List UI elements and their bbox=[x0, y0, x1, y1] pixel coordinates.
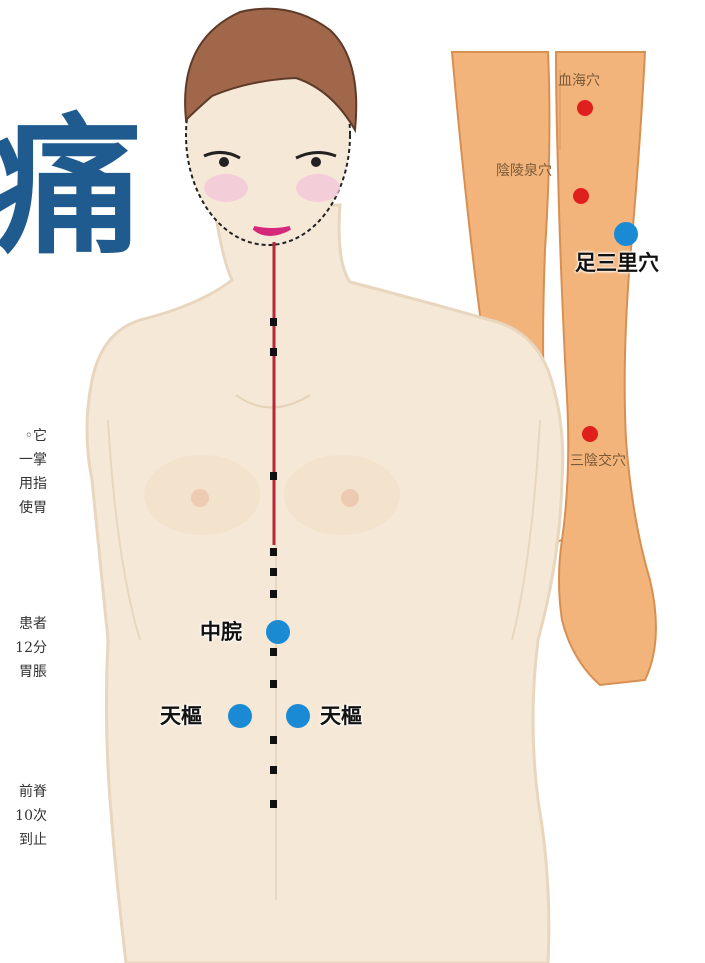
text-line: 10次 bbox=[15, 808, 47, 824]
tianshu-right-label: 天樞 bbox=[320, 704, 362, 728]
text-line: ◦它 bbox=[24, 428, 47, 444]
zhongwan-point-icon bbox=[266, 620, 290, 644]
zusanli-label: 足三里穴 bbox=[575, 251, 659, 275]
tianshu-left-label: 天樞 bbox=[160, 704, 202, 728]
text-line: 患者 bbox=[19, 616, 47, 632]
zusanli-point-icon bbox=[614, 222, 638, 246]
tianshu-right-point-icon bbox=[286, 704, 310, 728]
yinlingquan-label: 陰陵泉穴 bbox=[496, 163, 552, 179]
text-line: 胃脹 bbox=[19, 664, 47, 680]
text-fragment-1: ◦它 一掌 用指 使胃 bbox=[0, 424, 47, 520]
text-line: 到止 bbox=[19, 832, 47, 848]
text-line: 一掌 bbox=[19, 452, 47, 468]
yinlingquan-point-icon bbox=[573, 188, 589, 204]
zhongwan-label: 中脘 bbox=[200, 620, 242, 644]
text-line: 用指 bbox=[19, 476, 47, 492]
sanyinjiao-point-icon bbox=[582, 426, 598, 442]
page-title: 痛 bbox=[0, 99, 143, 275]
text-line: 前脊 bbox=[19, 784, 47, 800]
xuehai-point-icon bbox=[577, 100, 593, 116]
tianshu-left-point-icon bbox=[228, 704, 252, 728]
text-line: 使胃 bbox=[19, 500, 47, 516]
text-fragment-2: 患者 12分 胃脹 bbox=[0, 612, 47, 684]
text-fragment-3: 前脊 10次 到止 bbox=[0, 780, 47, 852]
head-illustration bbox=[184, 7, 358, 246]
sanyinjiao-label: 三陰交穴 bbox=[570, 453, 626, 469]
meridian-line bbox=[270, 242, 277, 900]
text-line: 12分 bbox=[15, 640, 47, 656]
xuehai-label: 血海穴 bbox=[558, 73, 600, 89]
